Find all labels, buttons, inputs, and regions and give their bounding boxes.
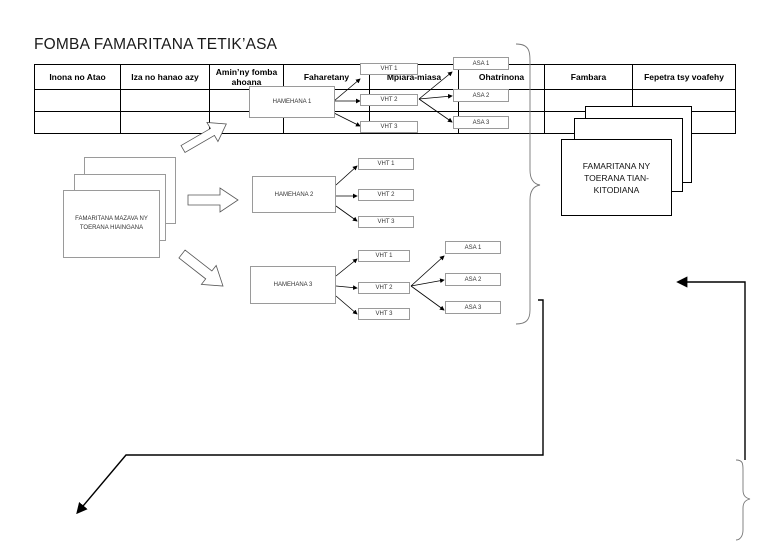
hamehana-3-box[interactable]: HAMEHANA 3	[250, 266, 336, 304]
vht-label: VHT 3	[377, 219, 395, 225]
asa-label: ASA 2	[472, 92, 490, 99]
vht-box[interactable]: VHT 3	[358, 308, 410, 320]
block-arrow-down-right-icon	[178, 249, 224, 287]
vht-label: VHT 3	[380, 124, 398, 130]
vht-box[interactable]: VHT 1	[358, 250, 410, 262]
vht-box[interactable]: VHT 2	[358, 282, 410, 294]
asa-label: ASA 3	[464, 304, 482, 311]
vht-label: VHT 2	[380, 97, 398, 103]
asa-label: ASA 2	[464, 276, 482, 283]
vht-box[interactable]: VHT 2	[358, 189, 414, 201]
asa-box[interactable]: ASA 2	[445, 273, 501, 286]
hamehana-1-label: HAMEHANA 1	[272, 99, 312, 105]
curly-brace-icon	[735, 459, 751, 541]
right-definition-label: FAMARITANA NY TOERANA TIAN-KITODIANA	[582, 160, 651, 195]
header-iza-no-hanao: Iza no hanao azy	[120, 64, 210, 90]
vht-label: VHT 1	[380, 66, 398, 72]
vht-label: VHT 2	[375, 285, 393, 291]
page-title: FOMBA FAMARITANA TETIK’ASA	[34, 36, 278, 53]
vht-label: VHT 3	[375, 311, 393, 317]
header-inona-no-atao: Inona no Atao	[34, 64, 121, 90]
header-fepetra: Fepetra tsy voafehy	[632, 64, 736, 90]
vht-label: VHT 1	[377, 161, 395, 167]
asa-box[interactable]: ASA 1	[445, 241, 501, 254]
asa-box[interactable]: ASA 3	[453, 116, 509, 129]
left-definition-label: FAMARITANA MAZAVA NY TOERANA HIAINGANA	[75, 216, 148, 231]
block-arrow-right-icon	[187, 187, 239, 213]
vht-label: VHT 1	[375, 253, 393, 259]
vht-box[interactable]: VHT 3	[358, 216, 414, 228]
header-faharetany: Faharetany	[283, 64, 370, 90]
header-fambara: Fambara	[544, 64, 633, 90]
asa-label: ASA 3	[472, 119, 490, 126]
vht-box[interactable]: VHT 1	[358, 158, 414, 170]
elbow-arrow-icon	[76, 299, 544, 515]
vht-label: VHT 2	[377, 192, 395, 198]
table-cell[interactable]	[120, 89, 210, 112]
hamehana-1-box[interactable]: HAMEHANA 1	[249, 86, 335, 118]
table-cell[interactable]	[34, 111, 121, 134]
asa-box[interactable]: ASA 1	[453, 57, 509, 70]
vht-box[interactable]: VHT 2	[360, 94, 418, 106]
asa-box[interactable]: ASA 3	[445, 301, 501, 314]
vht-box[interactable]: VHT 3	[360, 121, 418, 133]
ham2-connectors	[335, 165, 358, 222]
asa-box[interactable]: ASA 2	[453, 89, 509, 102]
elbow-arrow-icon	[676, 276, 746, 460]
table-cell[interactable]	[120, 111, 210, 134]
vht-box[interactable]: VHT 1	[360, 63, 418, 75]
table-cell[interactable]	[34, 89, 121, 112]
asa-label: ASA 1	[472, 60, 490, 67]
left-definition-box[interactable]: FAMARITANA MAZAVA NY TOERANA HIAINGANA	[63, 190, 160, 258]
right-definition-box[interactable]: FAMARITANA NY TOERANA TIAN-KITODIANA	[561, 139, 672, 216]
hamehana-2-box[interactable]: HAMEHANA 2	[252, 176, 336, 213]
hamehana-3-label: HAMEHANA 3	[273, 282, 313, 288]
asa-label: ASA 1	[464, 244, 482, 251]
hamehana-2-label: HAMEHANA 2	[274, 191, 314, 198]
